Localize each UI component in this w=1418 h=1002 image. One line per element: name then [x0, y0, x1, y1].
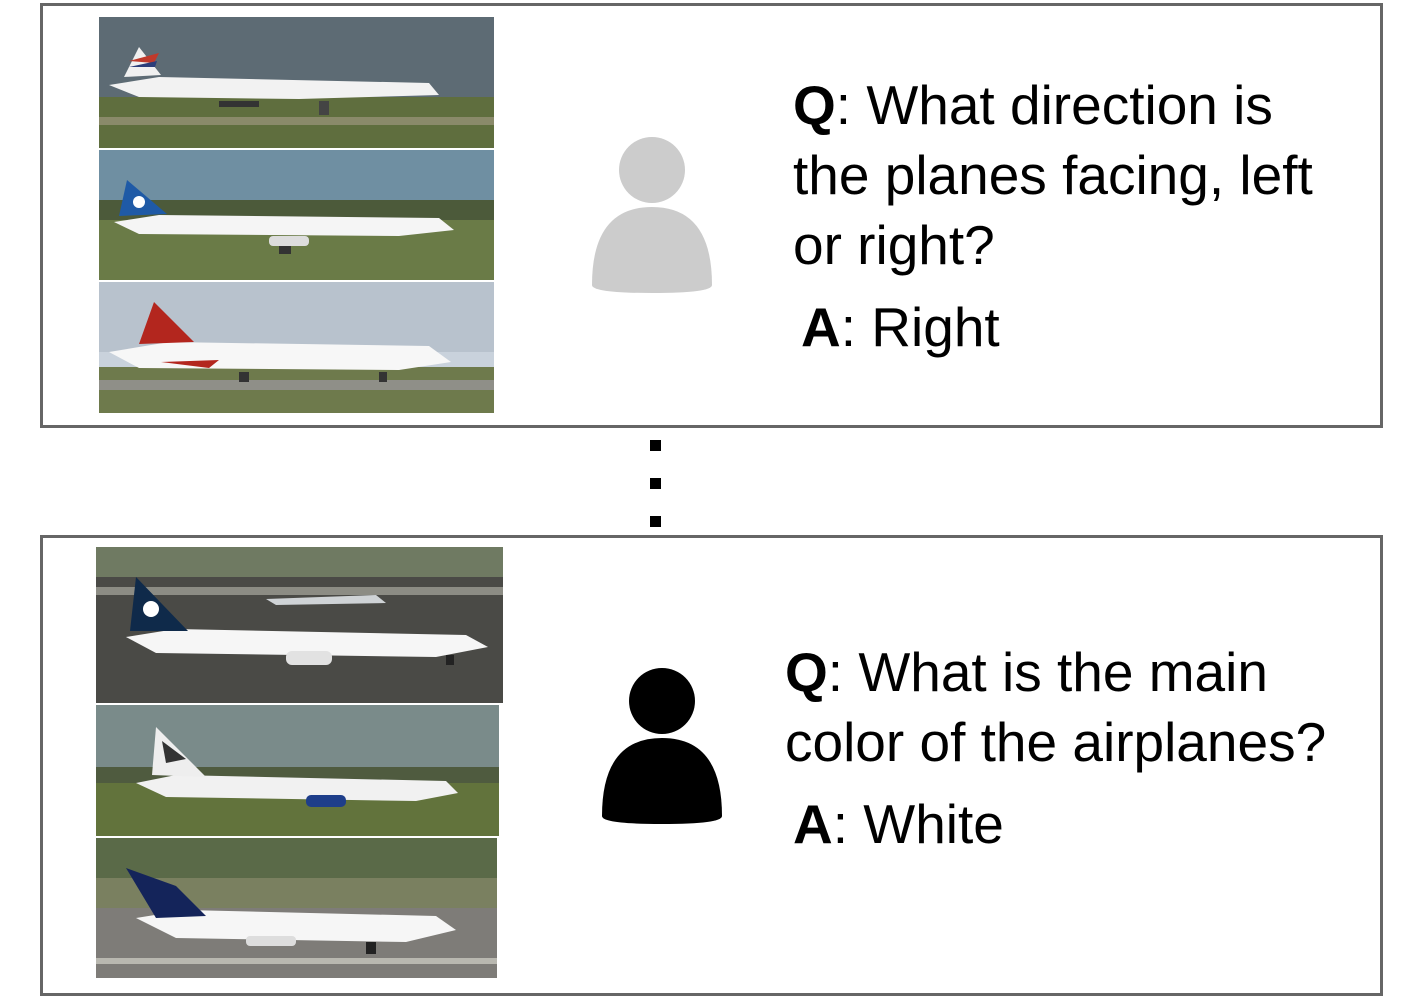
user-icon-black [602, 668, 722, 824]
answer-line: A: White [793, 793, 1004, 855]
airplane-photo-european [99, 282, 494, 413]
vertical-ellipsis [650, 440, 662, 530]
airplane-photo-air-new-zealand [96, 547, 503, 703]
answer-prefix: A [793, 793, 833, 855]
airplane-photo-concorde [99, 17, 494, 148]
question-line: color of the airplanes? [785, 711, 1327, 773]
user-icon-head [629, 668, 695, 734]
airplane-photo-british-airways [96, 705, 499, 836]
question-prefix: Q [785, 641, 828, 703]
ellipsis-dot [650, 516, 661, 527]
ellipsis-dot [650, 478, 661, 489]
qa-text-top: Q: What direction is the planes facing, … [793, 70, 1313, 362]
airplane-photo-tower-air-747 [96, 838, 497, 978]
answer-line: A: Right [801, 296, 1000, 358]
question-line: Q: What is the main [785, 641, 1268, 703]
ellipsis-dot [650, 440, 661, 451]
user-icon-body [602, 738, 722, 824]
user-icon-body [592, 207, 712, 293]
answer-prefix: A [801, 296, 841, 358]
question-line: or right? [793, 214, 995, 276]
question-line: the planes facing, left [793, 144, 1313, 206]
user-icon-gray [592, 137, 712, 293]
qa-text-bottom: Q: What is the main color of the airplan… [785, 637, 1326, 859]
user-icon-head [619, 137, 685, 203]
airplane-photo-finnair [99, 150, 494, 280]
question-prefix: Q [793, 74, 836, 136]
question-line: Q: What direction is [793, 74, 1273, 136]
